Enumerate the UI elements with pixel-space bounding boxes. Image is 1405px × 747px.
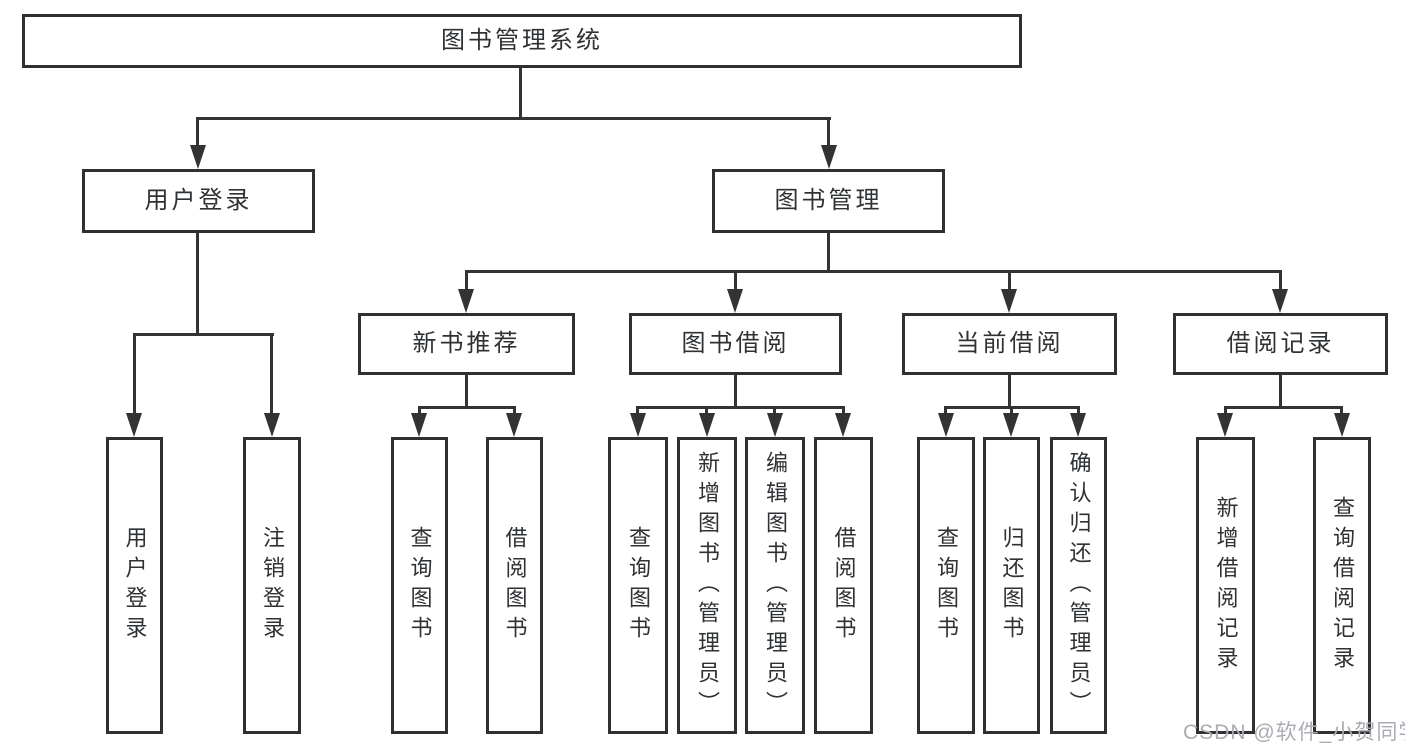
- node-new-book-label: 新书推荐: [412, 330, 521, 357]
- connector-line: [944, 406, 947, 415]
- node-borrow-record: 借阅记录: [1173, 313, 1388, 375]
- node-user-login-label: 用户登录: [144, 187, 253, 214]
- node-leaf-record-query: 查询借阅记录: [1313, 437, 1371, 734]
- node-leaf-newbook-query: 查询图书: [391, 437, 448, 734]
- node-leaf-borrow-query: 查询图书: [608, 437, 668, 734]
- node-leaf-record-query-label: 查询借阅记录: [1330, 495, 1355, 676]
- node-leaf-user-login: 用户登录: [106, 437, 163, 734]
- node-leaf-user-login-label: 用户登录: [122, 525, 148, 646]
- node-leaf-record-add: 新增借阅记录: [1196, 437, 1255, 734]
- connector-line: [1279, 375, 1282, 409]
- node-leaf-logout-label: 注销登录: [260, 525, 285, 646]
- connector-line: [465, 270, 468, 291]
- node-leaf-current-query-label: 查询图书: [934, 525, 959, 646]
- node-leaf-newbook-borrow-label: 借阅图书: [502, 525, 528, 646]
- node-root: 图书管理系统: [22, 14, 1022, 68]
- connector-line: [827, 117, 830, 149]
- arrow-down-icon: [264, 413, 280, 437]
- arrow-down-icon: [411, 413, 427, 437]
- connector-line: [519, 68, 522, 118]
- arrow-down-icon: [126, 413, 142, 437]
- arrow-down-icon: [1334, 413, 1350, 437]
- arrow-down-icon: [1070, 413, 1086, 437]
- arrow-down-icon: [821, 145, 837, 169]
- connector-line: [196, 233, 199, 336]
- node-new-book: 新书推荐: [358, 313, 575, 375]
- node-root-label: 图书管理系统: [441, 27, 603, 54]
- connector-line: [133, 333, 274, 336]
- arrow-down-icon: [630, 413, 646, 437]
- node-leaf-newbook-query-label: 查询图书: [407, 525, 433, 646]
- node-leaf-current-confirm-label: 确认归还（管理员）: [1066, 450, 1092, 721]
- connector-line: [1224, 406, 1343, 409]
- connector-line: [465, 270, 1282, 273]
- arrow-down-icon: [1217, 413, 1233, 437]
- arrow-down-icon: [767, 413, 783, 437]
- connector-line: [636, 406, 639, 415]
- connector-line: [842, 406, 845, 415]
- connector-line: [636, 406, 845, 409]
- arrow-down-icon: [458, 289, 474, 313]
- connector-line: [418, 406, 516, 409]
- arrow-down-icon: [506, 413, 522, 437]
- connector-line: [1008, 375, 1011, 409]
- connector-line: [196, 117, 199, 149]
- connector-line: [734, 375, 737, 409]
- node-book-borrow-label: 图书借阅: [681, 330, 790, 357]
- connector-line: [827, 233, 830, 273]
- arrow-down-icon: [190, 145, 206, 169]
- node-leaf-current-return: 归还图书: [983, 437, 1040, 734]
- connector-line: [1279, 270, 1282, 291]
- connector-line: [465, 375, 468, 409]
- arrow-down-icon: [1001, 289, 1017, 313]
- node-leaf-borrow-add-label: 新增图书（管理员）: [695, 450, 720, 721]
- connector-line: [1077, 406, 1080, 415]
- node-leaf-borrow-edit-label: 编辑图书（管理员）: [763, 450, 788, 721]
- node-leaf-borrow-borrow: 借阅图书: [814, 437, 873, 734]
- node-leaf-current-return-label: 归还图书: [999, 525, 1025, 646]
- node-leaf-borrow-edit: 编辑图书（管理员）: [745, 437, 805, 734]
- csdn-watermark: CSDN @软件_小贺同学: [1183, 721, 1405, 744]
- arrow-down-icon: [1003, 413, 1019, 437]
- arrow-down-icon: [699, 413, 715, 437]
- node-leaf-newbook-borrow: 借阅图书: [486, 437, 543, 734]
- node-leaf-current-query: 查询图书: [917, 437, 975, 734]
- connector-line: [513, 406, 516, 415]
- node-leaf-logout: 注销登录: [243, 437, 301, 734]
- arrow-down-icon: [1272, 289, 1288, 313]
- node-current-borrow-label: 当前借阅: [955, 330, 1064, 357]
- connector-line: [1340, 406, 1343, 415]
- arrow-down-icon: [835, 413, 851, 437]
- node-leaf-borrow-borrow-label: 借阅图书: [831, 525, 857, 646]
- node-book-mgmt-label: 图书管理: [774, 187, 883, 214]
- connector-line: [734, 270, 737, 291]
- node-leaf-borrow-add: 新增图书（管理员）: [677, 437, 737, 734]
- node-book-borrow: 图书借阅: [629, 313, 842, 375]
- connector-line: [1008, 270, 1011, 291]
- connector-line: [1010, 406, 1013, 415]
- arrow-down-icon: [727, 289, 743, 313]
- arrow-down-icon: [938, 413, 954, 437]
- connector-line: [1224, 406, 1227, 415]
- node-book-mgmt: 图书管理: [712, 169, 945, 233]
- node-leaf-record-add-label: 新增借阅记录: [1213, 495, 1239, 676]
- connector-line: [270, 333, 273, 417]
- connector-line: [133, 333, 136, 417]
- node-user-login: 用户登录: [82, 169, 315, 233]
- connector-line: [196, 117, 831, 120]
- connector-line: [418, 406, 421, 415]
- node-leaf-current-confirm: 确认归还（管理员）: [1050, 437, 1107, 734]
- node-borrow-record-label: 借阅记录: [1226, 330, 1335, 357]
- node-current-borrow: 当前借阅: [902, 313, 1117, 375]
- connector-line: [705, 406, 708, 415]
- node-leaf-borrow-query-label: 查询图书: [626, 525, 651, 646]
- connector-line: [773, 406, 776, 415]
